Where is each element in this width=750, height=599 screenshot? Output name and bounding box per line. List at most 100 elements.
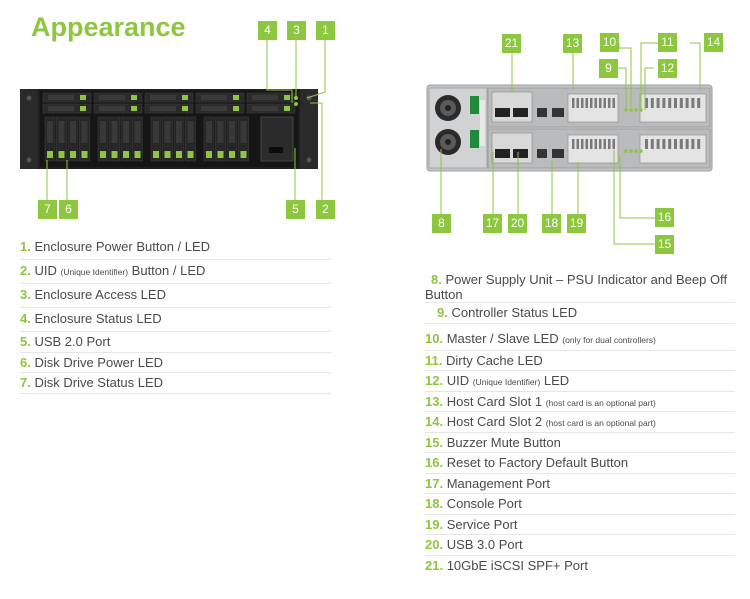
drive-led [206, 151, 212, 158]
badge-19: 19 [567, 214, 586, 233]
drive-led [187, 151, 194, 158]
tray-grille [150, 106, 176, 111]
vent-slot [576, 139, 579, 149]
vent-slot [691, 139, 695, 149]
legend-item-19: 19. Service Port [425, 515, 735, 535]
tray-grille [240, 121, 247, 143]
tray-grille [201, 106, 227, 111]
vent-slot [685, 139, 689, 149]
badge-9: 9 [599, 59, 618, 78]
controller-led [629, 149, 633, 153]
legend-item-8: 8. Power Supply Unit – PSU Indicator and… [425, 271, 735, 303]
drive-led [164, 151, 171, 158]
legend-item-3: 3. Enclosure Access LED [20, 284, 331, 308]
badge-21: 21 [502, 34, 521, 53]
vent-slot [697, 98, 701, 108]
vent-slot [590, 98, 593, 108]
badge-1: 1 [316, 21, 335, 40]
tray-grille [70, 121, 76, 143]
legend-item-13: 13. Host Card Slot 1 (host card is an op… [425, 392, 735, 412]
access-led [294, 102, 298, 106]
legend-item-17: 17. Management Port [425, 474, 735, 494]
usb-port [537, 149, 547, 158]
console-port [552, 149, 564, 158]
vent-slot [585, 98, 588, 108]
vent-slot [674, 98, 677, 108]
tray-grille [252, 106, 278, 111]
vent-slot [603, 139, 606, 149]
usb-port [537, 108, 547, 117]
rear-leader-lines [440, 42, 701, 245]
drive-led [100, 151, 106, 158]
tray-grille [48, 106, 74, 111]
vent-slot [576, 98, 579, 108]
tray-grille [252, 95, 278, 100]
controller-led [634, 149, 638, 153]
badge-13: 13 [563, 34, 582, 53]
legend-item-11: 11. Dirty Cache LED [425, 351, 735, 371]
vent-slot [612, 98, 615, 108]
legend-item-15: 15. Buzzer Mute Button [425, 433, 735, 453]
drive-led [217, 151, 224, 158]
vent-slot [679, 98, 683, 108]
vent-slot [599, 98, 602, 108]
vent-slot [572, 139, 575, 149]
tray-grille [47, 121, 53, 143]
tray-grille [153, 121, 159, 143]
drive-led [81, 151, 88, 158]
controller-led [629, 108, 633, 112]
badge-10: 10 [600, 33, 619, 52]
badge-15: 15 [655, 235, 674, 254]
vent-slot [662, 98, 666, 108]
badge-3: 3 [287, 21, 306, 40]
legend-item-14: 14. Host Card Slot 2 (host card is an op… [425, 412, 735, 433]
badge-20: 20 [508, 214, 527, 233]
legend-item-9: 9. Controller Status LED [425, 303, 735, 324]
vent-slot [608, 139, 611, 149]
drive-led [229, 151, 235, 158]
vent-slot [679, 139, 683, 149]
tray-grille [229, 121, 235, 143]
vent-slot [662, 139, 666, 149]
vent-slot [645, 139, 648, 149]
rear-legend: 8. Power Supply Unit – PSU Indicator and… [425, 271, 735, 576]
badge-11: 11 [658, 33, 677, 52]
drive-led [284, 95, 290, 100]
legend-item-1: 1. Enclosure Power Button / LED [20, 236, 331, 260]
drive-led [131, 95, 137, 100]
tray-grille [206, 121, 212, 143]
badge-6: 6 [59, 200, 78, 219]
sfp-cage [491, 132, 533, 164]
legend-item-18: 18. Console Port [425, 494, 735, 515]
drive-led [284, 106, 290, 111]
badge-8: 8 [432, 214, 451, 233]
drive-led [80, 95, 86, 100]
drive-led [70, 151, 76, 158]
controller-led [639, 149, 643, 153]
sfp-cage [491, 91, 533, 123]
drive-led [182, 95, 188, 100]
vent-slot [685, 98, 689, 108]
vent-slot [590, 139, 593, 149]
badge-7: 7 [38, 200, 57, 219]
drive-led [80, 106, 86, 111]
tray-grille [58, 121, 65, 143]
drive-led [233, 106, 239, 111]
legend-item-10: 10. Master / Slave LED (only for dual co… [425, 324, 735, 351]
vent-slot [656, 98, 660, 108]
drive-led [176, 151, 182, 158]
psu-fans [435, 95, 485, 155]
front-drive-bays [42, 92, 298, 162]
front-leader-lines [46, 40, 326, 202]
controller-led [634, 108, 638, 112]
vent-slot [668, 98, 672, 108]
controller-modules [491, 91, 707, 164]
appearance-diagram [20, 40, 713, 245]
sfp-port [495, 149, 510, 158]
vent-slot [594, 139, 597, 149]
sfp-port [495, 108, 510, 117]
tray-grille [48, 95, 74, 100]
tray-grille [81, 121, 88, 143]
tray-grille [111, 121, 118, 143]
badge-16: 16 [655, 208, 674, 227]
